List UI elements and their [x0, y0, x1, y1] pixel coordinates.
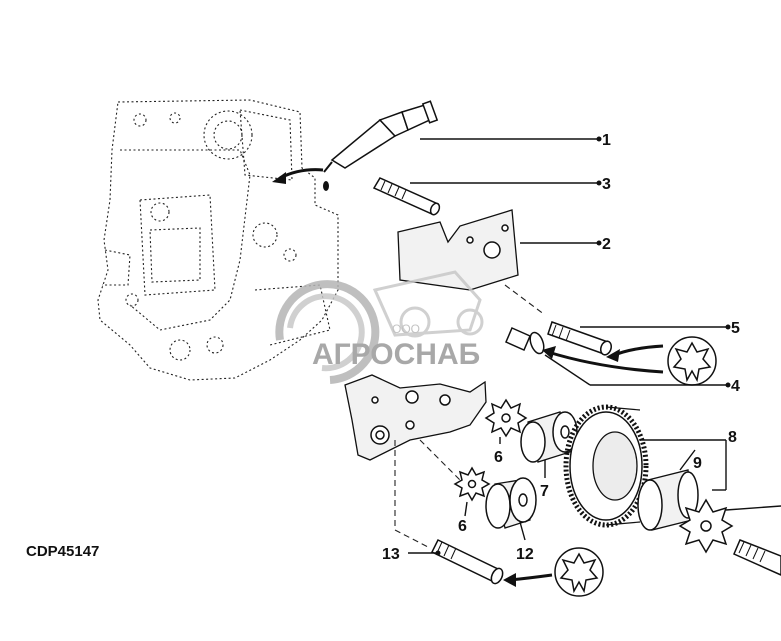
callout-8: 8	[728, 429, 737, 446]
watermark-brand-text: АГРОСНАБ	[312, 338, 480, 371]
callout-5: 5	[731, 320, 740, 337]
callout-6-upper: 6	[494, 449, 503, 466]
bolt-part-4	[505, 327, 545, 355]
assembly-path-1	[504, 284, 546, 316]
watermark-small-text: ООО	[392, 322, 420, 336]
hub-part-12	[485, 477, 537, 529]
front-plate	[344, 374, 487, 461]
leader-4-a	[544, 354, 591, 386]
cover-plate-part-2	[397, 209, 519, 291]
stud-part-13	[430, 539, 504, 585]
oil-arrow-on-block	[272, 168, 324, 184]
sealant-tube	[323, 100, 439, 191]
stud-part-3	[372, 177, 441, 216]
callout-3: 3	[602, 176, 611, 193]
callout-4: 4	[731, 378, 740, 395]
callout-13: 13	[382, 546, 400, 563]
figure-id: CDP45147	[26, 543, 99, 560]
callout-1: 1	[602, 132, 611, 149]
engine-block	[97, 99, 339, 381]
callout-2: 2	[602, 236, 611, 253]
stud-part-5	[547, 321, 613, 356]
watermark: ООО АГРОСНАБ	[275, 270, 484, 384]
callout-9: 9	[693, 455, 702, 472]
gear-part-8	[563, 404, 649, 528]
torx-bit-icon	[554, 547, 604, 597]
lock-plate-right	[678, 498, 734, 554]
assembly-path-2	[394, 440, 431, 549]
callout-7: 7	[540, 483, 549, 500]
stud-right	[733, 539, 781, 576]
assembly-path-3	[419, 439, 471, 491]
lock-plate-part-6-lower	[453, 466, 491, 502]
leader-9	[679, 449, 696, 471]
callout-12: 12	[516, 546, 534, 563]
bushing-part-9	[637, 469, 699, 531]
torx-bit-icon	[667, 336, 717, 386]
lock-plate-part-6-upper	[484, 398, 528, 438]
callout-6-lower: 6	[458, 518, 467, 535]
